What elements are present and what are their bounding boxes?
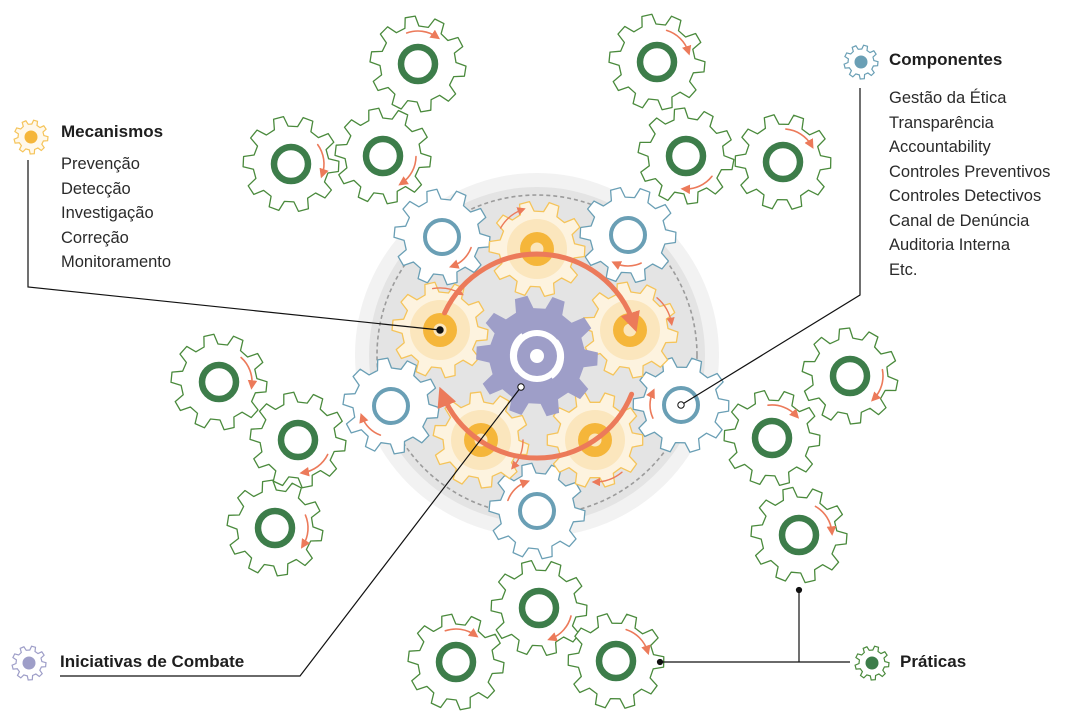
rotation-arrow xyxy=(646,388,655,419)
lavender-gear-icon xyxy=(11,645,47,681)
list-item: Prevenção xyxy=(61,155,140,173)
leader-dot xyxy=(795,586,803,594)
list-item: Gestão da Ética xyxy=(889,89,1007,107)
rotation-arrow xyxy=(611,261,642,270)
blue-gear-icon xyxy=(843,44,879,80)
legend-initiatives-title: Iniciativas de Combate xyxy=(60,652,245,671)
leader-dot xyxy=(677,401,685,409)
rotation-arrow xyxy=(767,404,800,419)
rotation-arrow xyxy=(448,246,472,269)
practice-gear xyxy=(750,486,848,584)
rotation-arrow xyxy=(442,251,640,333)
leader-lines xyxy=(27,88,861,677)
list-item: Controles Preventivos xyxy=(889,162,1051,181)
rotation-arrow xyxy=(432,287,464,296)
practice-gear xyxy=(567,613,665,709)
rotation-arrow xyxy=(656,297,675,327)
rotation-arrow xyxy=(499,207,526,229)
practice-gear xyxy=(637,107,735,205)
leader-dot xyxy=(436,326,444,334)
gear-rotation-arrows xyxy=(240,29,884,656)
component-gear xyxy=(342,357,440,455)
rotation-arrow xyxy=(625,628,651,656)
rotation-arrow xyxy=(300,514,311,549)
practice-gear xyxy=(734,114,832,210)
rotation-arrow xyxy=(509,333,523,373)
rotation-arrow xyxy=(299,453,329,477)
mechanism-gear xyxy=(488,200,586,298)
list-item: Transparência xyxy=(889,113,994,132)
rotation-arrows-top xyxy=(437,251,640,461)
component-gear xyxy=(393,188,491,286)
list-item: Accountability xyxy=(889,138,991,156)
rotation-arrow xyxy=(871,368,884,402)
practice-gear xyxy=(170,333,268,431)
practice-gear xyxy=(490,559,588,657)
component-gear xyxy=(579,186,677,284)
leader-line-components xyxy=(680,88,861,406)
rotation-arrow xyxy=(511,439,524,470)
rotation-arrow xyxy=(398,155,417,186)
initiative-gear xyxy=(476,295,598,417)
list-item: Auditoria Interna xyxy=(889,236,1011,254)
leader-dot xyxy=(656,658,664,666)
rotation-arrow xyxy=(240,356,258,390)
practice-gear xyxy=(369,15,467,113)
component-gear xyxy=(488,462,586,560)
practice-gear xyxy=(249,391,347,489)
list-item: Detecção xyxy=(61,179,131,198)
list-item: Canal de Denúncia xyxy=(889,211,1030,230)
central-gear xyxy=(476,295,598,417)
yellow-gear-icon xyxy=(13,119,49,155)
list-item: Monitoramento xyxy=(61,253,172,271)
practice-gear xyxy=(407,613,505,711)
legend-practices-title: Práticas xyxy=(900,652,967,671)
green-gear-icon xyxy=(854,645,890,681)
practice-gear xyxy=(608,13,706,111)
practice-gear xyxy=(226,479,324,577)
rotation-arrow xyxy=(359,412,382,436)
rotation-arrow xyxy=(405,29,441,40)
list-item: Investigação xyxy=(61,204,154,222)
rotation-arrow xyxy=(680,175,713,195)
legend-mechanisms-list: Prevenção Detecção Investigação Correção… xyxy=(61,152,171,275)
leader-line-mechanisms xyxy=(27,160,441,331)
legend-components-title: Componentes xyxy=(889,50,1003,69)
rotation-arrow xyxy=(591,471,623,487)
rotation-arrow xyxy=(507,479,531,502)
rotation-arrow xyxy=(444,628,479,638)
component-gears xyxy=(342,186,730,560)
leader-dot xyxy=(517,383,525,391)
rotation-arrow xyxy=(814,505,837,536)
practice-gear xyxy=(242,115,340,213)
legend-components-list: Gestão da Ética Transparência Accountabi… xyxy=(889,86,1050,282)
list-item: Correção xyxy=(61,228,129,247)
legend-mechanisms-title: Mecanismos xyxy=(61,122,164,141)
rotation-arrow xyxy=(665,29,692,56)
rotation-arrow xyxy=(316,143,329,179)
list-item: Etc. xyxy=(889,260,918,279)
rotation-arrow xyxy=(551,339,565,379)
rotation-arrow xyxy=(547,615,572,642)
rotation-arrow xyxy=(437,386,635,461)
practice-gear xyxy=(334,107,432,205)
rotation-arrow xyxy=(785,128,814,149)
leader-line-initiatives xyxy=(60,386,522,677)
list-item: Controles Detectivos xyxy=(889,187,1042,205)
